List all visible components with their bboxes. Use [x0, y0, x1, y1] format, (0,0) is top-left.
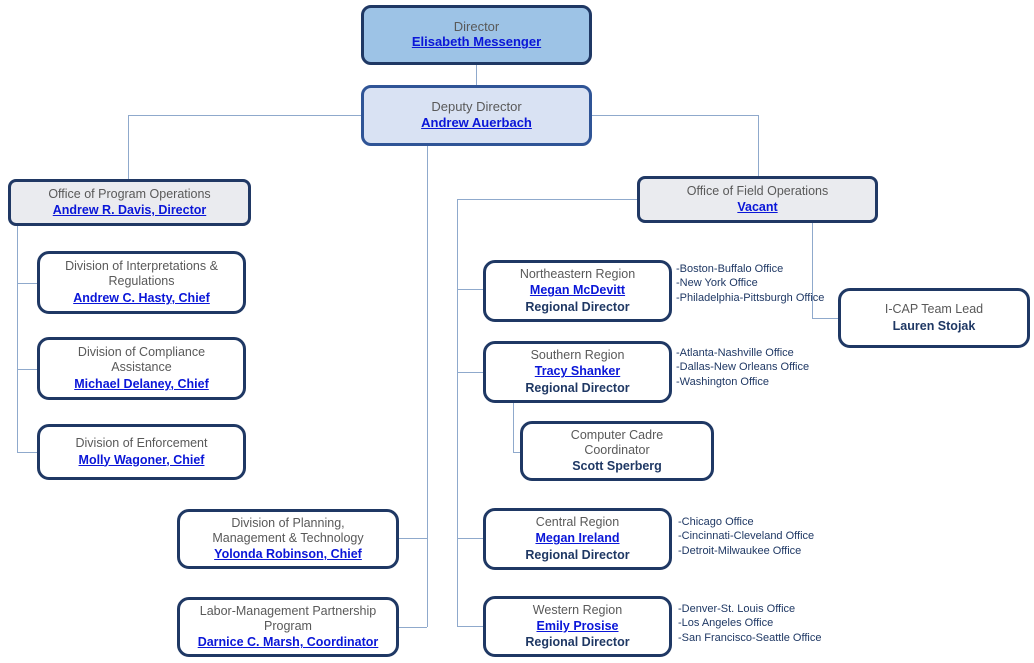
deputy-director-title: Deputy Director: [431, 99, 522, 115]
office-item: -Washington Office: [676, 375, 769, 388]
southern-office-list: -Atlanta-Nashville Office -Dallas-New Or…: [676, 346, 851, 389]
connector-line: [399, 538, 427, 539]
node-northeastern-region: Northeastern Region Megan McDevitt Regio…: [483, 260, 672, 322]
node-computer-cadre-coordinator: Computer Cadre Coordinator Scott Sperber…: [520, 421, 714, 481]
labor-title: Labor-Management Partnership Program: [199, 603, 377, 633]
western-title: Western Region: [532, 602, 623, 617]
office-item: -Boston-Buffalo Office: [676, 263, 784, 275]
connector-line: [457, 199, 458, 626]
deputy-director-name-link[interactable]: Andrew Auerbach: [421, 114, 532, 130]
office-item: -Cincinnati-Cleveland Office: [678, 530, 815, 543]
node-division-planning-management-technology: Division of Planning, Management & Techn…: [177, 509, 399, 569]
southern-name-link[interactable]: Tracy Shanker: [534, 364, 621, 379]
planning-name-link[interactable]: Yolonda Robinson, Chief: [214, 547, 362, 562]
connector-line: [457, 626, 483, 627]
computer-cadre-title: Computer Cadre Coordinator: [570, 427, 664, 457]
office-item: -Atlanta-Nashville Office: [676, 347, 794, 359]
compliance-name-link[interactable]: Michael Delaney, Chief: [74, 376, 209, 391]
connector-line: [457, 538, 483, 539]
southern-title: Southern Region: [530, 348, 625, 363]
central-office-list: -Chicago Office -Cincinnati-Cleveland Of…: [678, 515, 853, 558]
northeastern-name-link[interactable]: Megan McDevitt: [529, 283, 626, 298]
office-item: -San Francisco-Seattle Office: [678, 631, 822, 644]
compliance-title: Division of Compliance Assistance: [77, 345, 206, 375]
node-division-compliance-assistance: Division of Compliance Assistance Michae…: [37, 337, 246, 400]
connector-line: [513, 452, 522, 453]
director-title: Director: [453, 18, 500, 34]
northeastern-office-list: -Boston-Buffalo Office -New York Office …: [676, 262, 828, 305]
connector-line: [457, 289, 483, 290]
connector-line: [17, 283, 37, 284]
interpretations-title: Division of Interpretations & Regulation…: [65, 259, 218, 289]
connector-line: [457, 199, 637, 200]
western-role: Regional Director: [525, 635, 630, 650]
northeastern-title: Northeastern Region: [519, 267, 636, 282]
central-role: Regional Director: [525, 547, 630, 562]
connector-line: [812, 223, 813, 318]
office-item: -Detroit-Milwaukee Office: [678, 544, 802, 557]
office-item: -Denver-St. Louis Office: [678, 603, 796, 615]
northeastern-role: Regional Director: [525, 299, 630, 314]
office-item: -Chicago Office: [678, 516, 754, 528]
field-operations-vacant-link[interactable]: Vacant: [737, 200, 778, 214]
connector-line: [812, 318, 838, 319]
connector-line: [17, 226, 18, 452]
connector-line: [427, 146, 428, 627]
connector-line: [128, 115, 129, 179]
director-name-link[interactable]: Elisabeth Messenger: [411, 34, 542, 50]
node-icap-team-lead: I-CAP Team Lead Lauren Stojak: [838, 288, 1030, 348]
planning-title: Division of Planning, Management & Techn…: [212, 515, 364, 545]
node-southern-region: Southern Region Tracy Shanker Regional D…: [483, 341, 672, 403]
office-item: -Los Angeles Office: [678, 617, 774, 630]
connector-line: [513, 403, 514, 452]
western-name-link[interactable]: Emily Prosise: [536, 618, 619, 633]
program-operations-name-link[interactable]: Andrew R. Davis, Director: [52, 203, 207, 217]
node-office-of-program-operations: Office of Program Operations Andrew R. D…: [8, 179, 251, 226]
enforcement-title: Division of Enforcement: [75, 436, 208, 451]
icap-title: I-CAP Team Lead: [884, 302, 984, 317]
program-operations-title: Office of Program Operations: [48, 186, 211, 201]
node-western-region: Western Region Emily Prosise Regional Di…: [483, 596, 672, 657]
labor-name-link[interactable]: Darnice C. Marsh, Coordinator: [197, 635, 379, 650]
connector-line: [591, 115, 758, 116]
interpretations-name-link[interactable]: Andrew C. Hasty, Chief: [73, 290, 210, 305]
office-item: -New York Office: [676, 277, 758, 290]
node-division-interpretations-regulations: Division of Interpretations & Regulation…: [37, 251, 246, 314]
node-director: Director Elisabeth Messenger: [361, 5, 592, 65]
office-item: -Philadelphia-Pittsburgh Office: [676, 291, 825, 304]
connector-line: [17, 452, 37, 453]
western-office-list: -Denver-St. Louis Office -Los Angeles Of…: [678, 602, 858, 645]
node-office-of-field-operations: Office of Field Operations Vacant: [637, 176, 878, 223]
node-deputy-director: Deputy Director Andrew Auerbach: [361, 85, 592, 146]
southern-role: Regional Director: [525, 380, 630, 395]
connector-line: [399, 627, 427, 628]
connector-line: [128, 115, 362, 116]
connector-line: [758, 115, 759, 176]
central-title: Central Region: [535, 515, 620, 530]
connector-line: [17, 369, 37, 370]
connector-line: [476, 65, 477, 85]
field-operations-title: Office of Field Operations: [686, 183, 829, 198]
enforcement-name-link[interactable]: Molly Wagoner, Chief: [78, 452, 205, 467]
office-item: -Dallas-New Orleans Office: [676, 361, 810, 374]
node-division-enforcement: Division of Enforcement Molly Wagoner, C…: [37, 424, 246, 480]
node-central-region: Central Region Megan Ireland Regional Di…: [483, 508, 672, 570]
node-labor-management-partnership: Labor-Management Partnership Program Dar…: [177, 597, 399, 657]
computer-cadre-name: Scott Sperberg: [572, 459, 662, 474]
icap-name: Lauren Stojak: [892, 318, 976, 333]
connector-line: [457, 372, 483, 373]
central-name-link[interactable]: Megan Ireland: [535, 531, 620, 546]
